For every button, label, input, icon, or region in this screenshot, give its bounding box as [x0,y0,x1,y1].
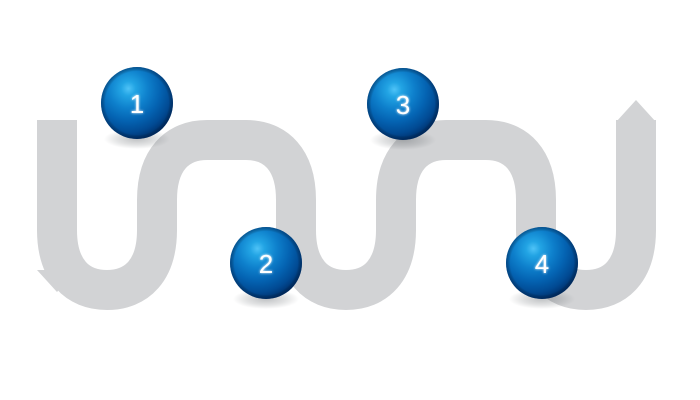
step-node-2[interactable]: 2 [230,227,302,309]
step-node-4[interactable]: 4 [506,227,578,309]
ribbon-end-cap-chevron-up-icon [616,100,656,122]
step-node-3[interactable]: 3 [367,68,439,150]
ribbon-start-cap-chevron-down-icon [37,270,77,292]
step-node-1[interactable]: 1 [101,67,173,149]
step-node-2-rim [230,227,302,299]
step-node-2-label: 2 [259,249,273,279]
step-node-4-label: 4 [535,249,549,279]
step-node-3-rim [367,68,439,140]
step-node-4-rim [506,227,578,299]
step-node-1-label: 1 [130,89,144,119]
step-node-1-rim [101,67,173,139]
step-node-3-label: 3 [396,90,410,120]
